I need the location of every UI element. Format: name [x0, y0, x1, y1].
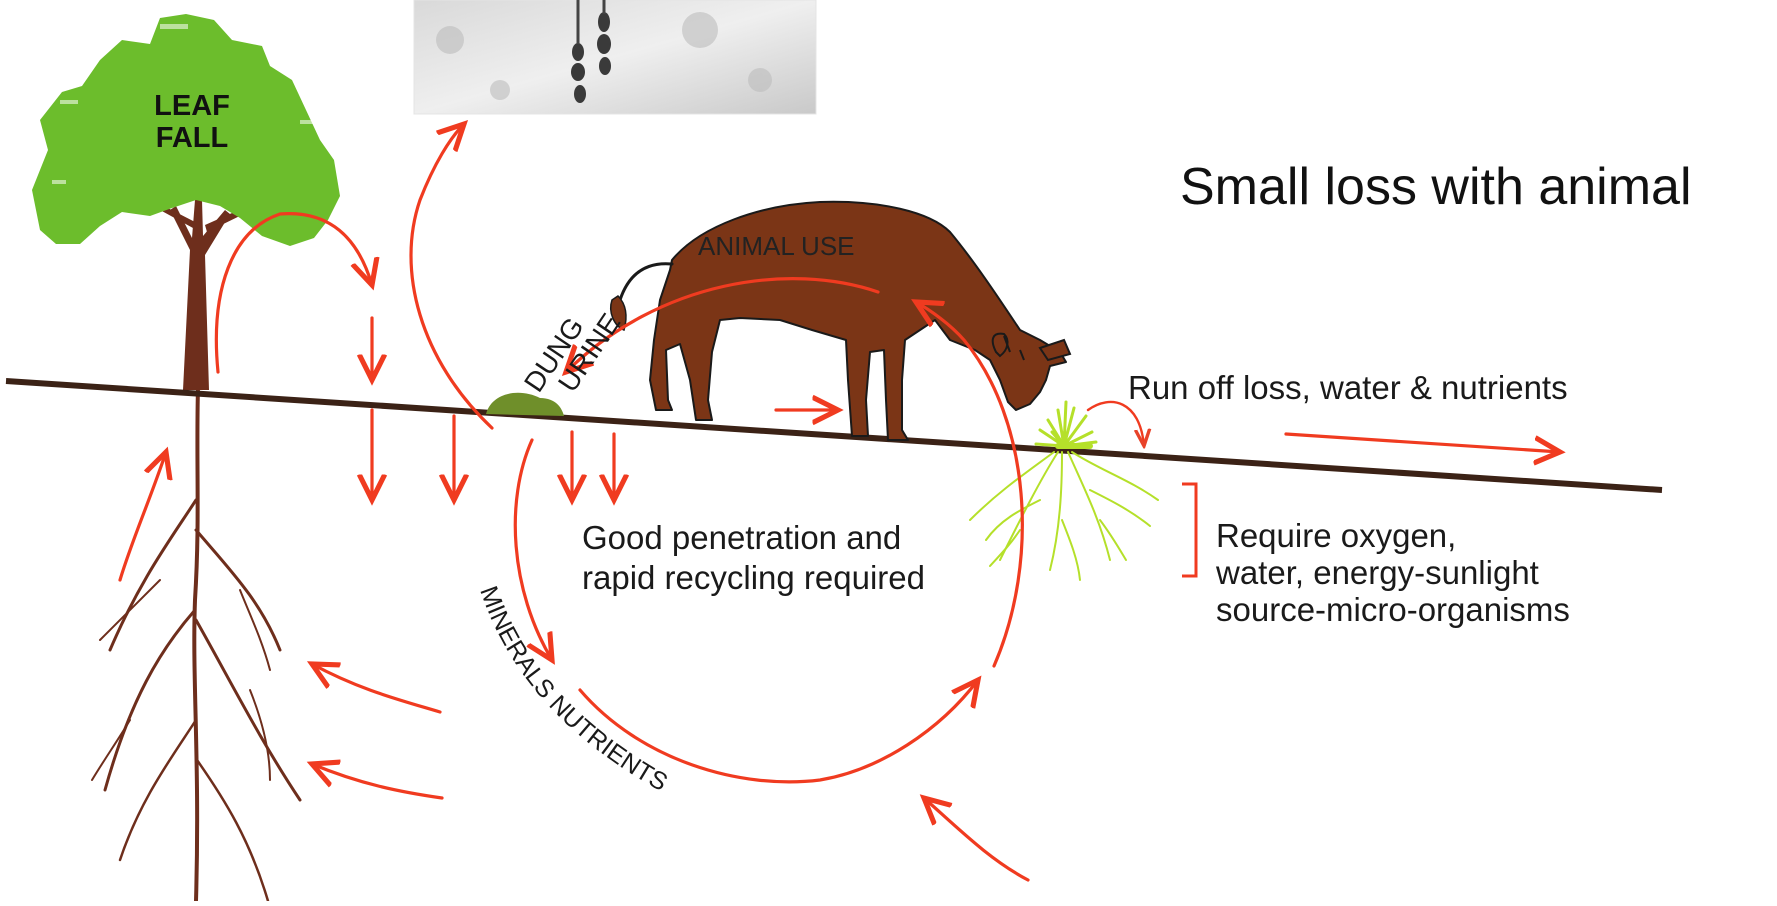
up-left-arrow — [924, 798, 1028, 880]
penetration-label-line1: Good penetration and — [582, 520, 901, 557]
requirements-line3: source-micro-organisms — [1216, 592, 1570, 629]
runoff-label: Run off loss, water & nutrients — [1128, 370, 1568, 407]
dung-pile — [486, 393, 564, 416]
cycle-left-arc — [515, 440, 552, 660]
requirements-label: Require oxygen, water, energy-sunlight s… — [1216, 518, 1570, 629]
minerals-nutrients-label: MINERALS NUTRIENTS — [474, 582, 672, 796]
leaf-fall-label: LEAF FALL — [112, 90, 272, 155]
runoff-arrow — [1286, 434, 1560, 452]
requirements-line1: Require oxygen, — [1216, 518, 1570, 555]
tree-roots — [92, 388, 300, 901]
runoff-small-arrow — [1088, 402, 1144, 446]
root-uptake-arrow — [120, 452, 166, 580]
tree-trunk — [160, 200, 252, 390]
leaf-fall-line2: FALL — [112, 122, 272, 154]
grass-plant — [1036, 402, 1096, 446]
requirements-line2: water, energy-sunlight — [1216, 555, 1570, 592]
requirement-bracket — [1182, 484, 1196, 576]
grass-roots — [970, 452, 1158, 580]
leaf-fall-line1: LEAF — [112, 90, 272, 122]
penetration-label-line2: rapid recycling required — [582, 560, 925, 597]
diagram-title: Small loss with animal — [1180, 158, 1692, 216]
to-photo-arrow — [411, 124, 492, 428]
animal-use-label: ANIMAL USE — [698, 232, 855, 261]
to-root-arrow — [312, 664, 440, 712]
photo-fragment — [414, 0, 816, 114]
to-root-arrow — [312, 764, 442, 798]
